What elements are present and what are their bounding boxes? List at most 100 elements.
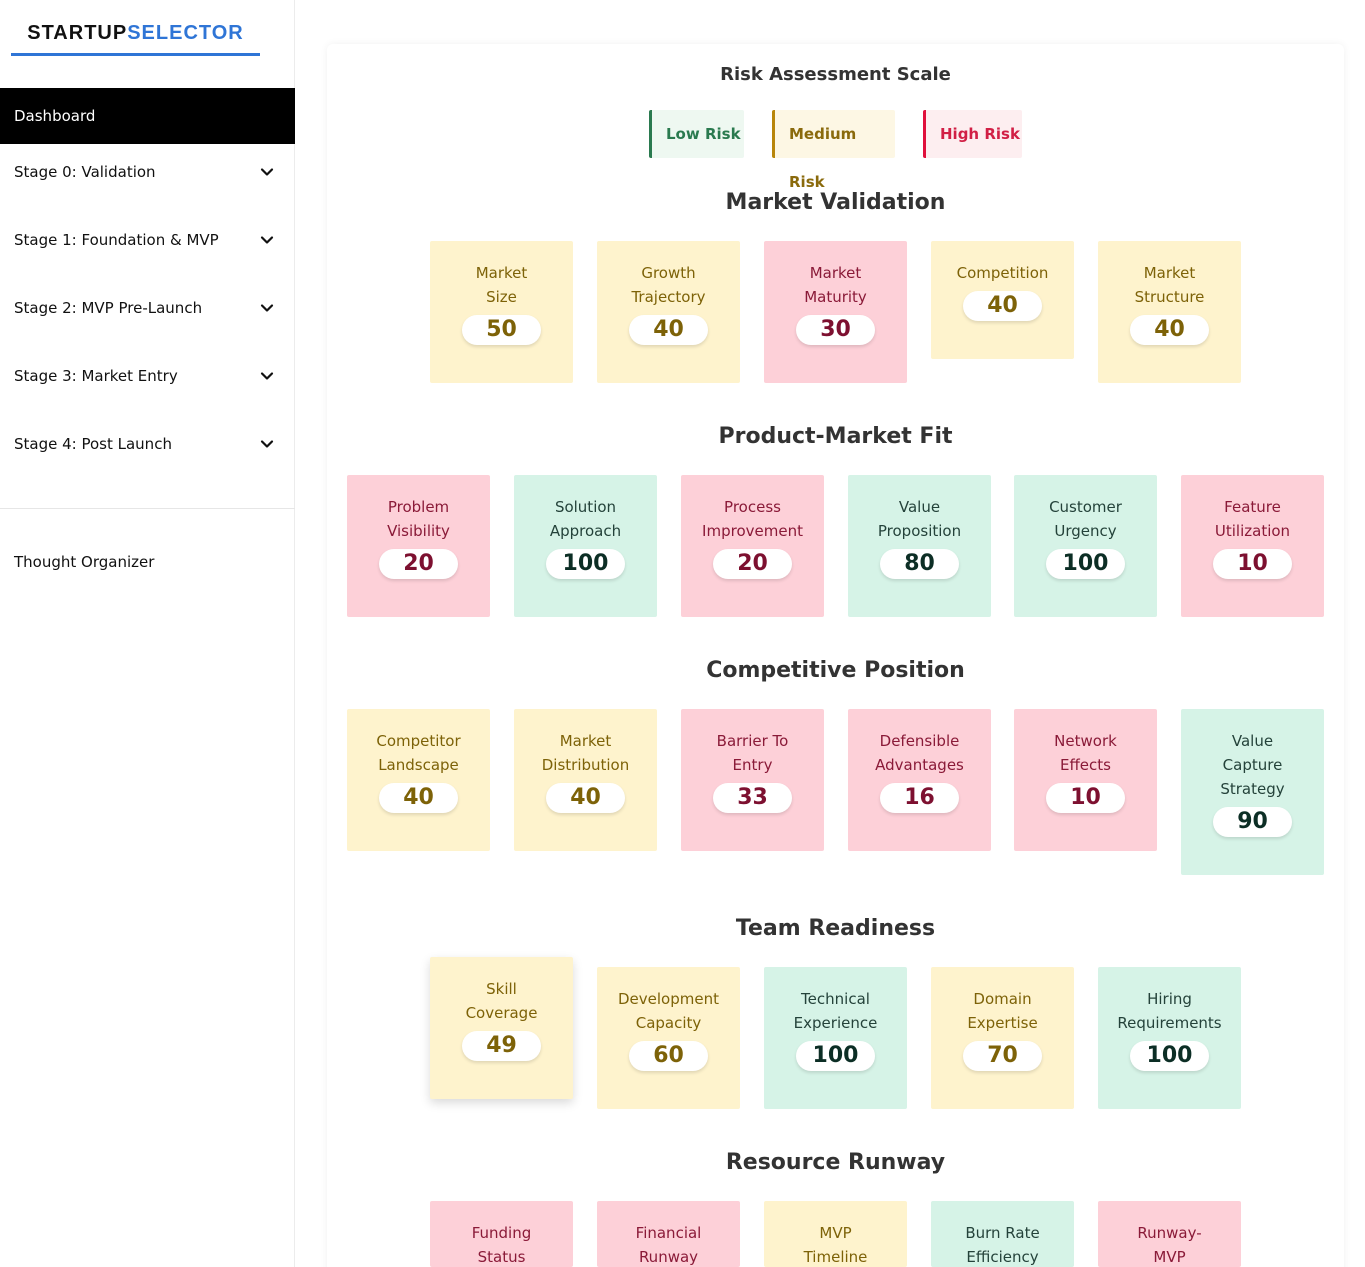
metric-card[interactable]: Market Maturity 30: [764, 241, 907, 383]
metric-label: Growth Trajectory: [631, 264, 706, 306]
metric-value: 80: [880, 549, 959, 579]
metric-value: 100: [796, 1041, 875, 1071]
metric-value: 90: [1213, 807, 1292, 837]
section-title-market-validation: Market Validation: [725, 190, 946, 215]
metric-label: Technical Experience: [793, 990, 878, 1032]
metric-label: Market Distribution: [541, 732, 630, 774]
metric-card[interactable]: Customer Urgency 100: [1014, 475, 1157, 617]
metric-card[interactable]: Competition 40: [931, 241, 1074, 359]
metric-value: 16: [880, 783, 959, 813]
metric-card[interactable]: Hiring Requirements 100: [1098, 967, 1241, 1109]
sidebar-item-label: Stage 4: Post Launch: [14, 435, 172, 453]
metric-label: MVP Timeline: [803, 1224, 868, 1266]
metric-card[interactable]: Technical Experience 100: [764, 967, 907, 1109]
legend-low-risk: Low Risk: [649, 110, 744, 158]
metric-value: 20: [379, 549, 458, 579]
metric-label: Funding Status: [471, 1224, 532, 1266]
metric-label: Market Maturity: [804, 264, 867, 306]
metric-value: 100: [1046, 549, 1125, 579]
metric-card[interactable]: Process Improvement 20: [681, 475, 824, 617]
metric-label: Problem Visibility: [387, 498, 450, 540]
sidebar-item-stage-0[interactable]: Stage 0: Validation: [0, 152, 295, 192]
metric-label: Domain Expertise: [967, 990, 1038, 1032]
metric-value: 10: [1046, 783, 1125, 813]
metric-card[interactable]: Funding Status: [430, 1201, 573, 1267]
metric-value: 40: [963, 291, 1042, 321]
metric-card[interactable]: MVP Timeline: [764, 1201, 907, 1267]
metric-label: Skill Coverage: [465, 980, 538, 1022]
metric-value: 60: [629, 1041, 708, 1071]
sidebar-item-stage-1[interactable]: Stage 1: Foundation & MVP: [0, 220, 295, 260]
legend-high-risk: High Risk: [923, 110, 1022, 158]
metric-label: Network Effects: [1054, 732, 1117, 774]
brand-part-1: STARTUP: [27, 22, 128, 44]
sidebar-item-label: Stage 2: MVP Pre-Launch: [14, 299, 203, 317]
metric-value: 40: [629, 315, 708, 345]
metric-value: 100: [1130, 1041, 1209, 1071]
metric-value: 49: [462, 1031, 541, 1061]
chevron-down-icon[interactable]: [259, 232, 275, 248]
metric-card[interactable]: Value Capture Strategy 90: [1181, 709, 1324, 875]
metric-value: 70: [963, 1041, 1042, 1071]
metric-label: Value Proposition: [877, 498, 962, 540]
legend-medium-risk: Medium Risk: [772, 110, 895, 191]
chevron-down-icon[interactable]: [259, 436, 275, 452]
metric-value: 50: [462, 315, 541, 345]
metric-card[interactable]: Barrier To Entry 33: [681, 709, 824, 851]
risk-scale-title: Risk Assessment Scale: [720, 64, 951, 85]
sidebar-divider: [0, 508, 295, 509]
metric-card[interactable]: Market Structure 40: [1098, 241, 1241, 383]
section-title-team-readiness: Team Readiness: [735, 916, 936, 941]
sidebar-item-label: Stage 3: Market Entry: [14, 367, 178, 385]
metric-label: Feature Utilization: [1214, 498, 1291, 540]
chevron-down-icon[interactable]: [259, 164, 275, 180]
metric-card[interactable]: Network Effects 10: [1014, 709, 1157, 851]
metric-label: Competitor Landscape: [376, 732, 461, 774]
sidebar-item-thought-organizer[interactable]: Thought Organizer: [14, 553, 155, 571]
metric-card[interactable]: Market Distribution 40: [514, 709, 657, 851]
metric-value: 100: [546, 549, 625, 579]
metric-label: Process Improvement: [702, 498, 803, 540]
metric-card[interactable]: Problem Visibility 20: [347, 475, 490, 617]
sidebar-item-label: Stage 0: Validation: [14, 163, 156, 181]
metric-card[interactable]: Runway-MVP: [1098, 1201, 1241, 1267]
section-title-resource-runway: Resource Runway: [725, 1150, 946, 1175]
brand-logo[interactable]: STARTUPSELECTOR: [11, 18, 260, 56]
sidebar: STARTUPSELECTOR Dashboard Stage 0: Valid…: [0, 0, 295, 1267]
metric-value: 20: [713, 549, 792, 579]
chevron-down-icon[interactable]: [259, 300, 275, 316]
metric-label: Market Structure: [1134, 264, 1205, 306]
metric-card[interactable]: Growth Trajectory 40: [597, 241, 740, 383]
metric-label: Solution Approach: [549, 498, 622, 540]
metric-label: Runway-MVP: [1137, 1224, 1202, 1266]
sidebar-item-stage-3[interactable]: Stage 3: Market Entry: [0, 356, 295, 396]
sidebar-item-label: Stage 1: Foundation & MVP: [14, 231, 219, 249]
metric-card[interactable]: Defensible Advantages 16: [848, 709, 991, 851]
metric-value: 33: [713, 783, 792, 813]
metric-label: Value Capture Strategy: [1220, 732, 1285, 798]
metric-label: Financial Runway: [635, 1224, 702, 1266]
sidebar-item-stage-2[interactable]: Stage 2: MVP Pre-Launch: [0, 288, 295, 328]
metric-card[interactable]: Value Proposition 80: [848, 475, 991, 617]
metric-label: Defensible Advantages: [875, 732, 964, 774]
sidebar-item-dashboard[interactable]: Dashboard: [0, 88, 295, 144]
metric-card[interactable]: Financial Runway: [597, 1201, 740, 1267]
metric-card[interactable]: Market Size 50: [430, 241, 573, 383]
metric-card[interactable]: Competitor Landscape 40: [347, 709, 490, 851]
metric-card[interactable]: Burn Rate Efficiency: [931, 1201, 1074, 1267]
metric-label: Barrier To Entry: [716, 732, 789, 774]
sidebar-item-stage-4[interactable]: Stage 4: Post Launch: [0, 424, 295, 464]
metric-value: 10: [1213, 549, 1292, 579]
metric-card[interactable]: Skill Coverage 49: [430, 957, 573, 1099]
metric-value: 30: [796, 315, 875, 345]
metric-card[interactable]: Feature Utilization 10: [1181, 475, 1324, 617]
metric-card[interactable]: Solution Approach 100: [514, 475, 657, 617]
metric-label: Competition: [956, 264, 1049, 282]
metric-value: 40: [379, 783, 458, 813]
metric-value: 40: [546, 783, 625, 813]
section-title-product-market-fit: Product-Market Fit: [718, 424, 953, 449]
metric-card[interactable]: Development Capacity 60: [597, 967, 740, 1109]
chevron-down-icon[interactable]: [259, 368, 275, 384]
metric-label: Hiring Requirements: [1117, 990, 1222, 1032]
metric-card[interactable]: Domain Expertise 70: [931, 967, 1074, 1109]
